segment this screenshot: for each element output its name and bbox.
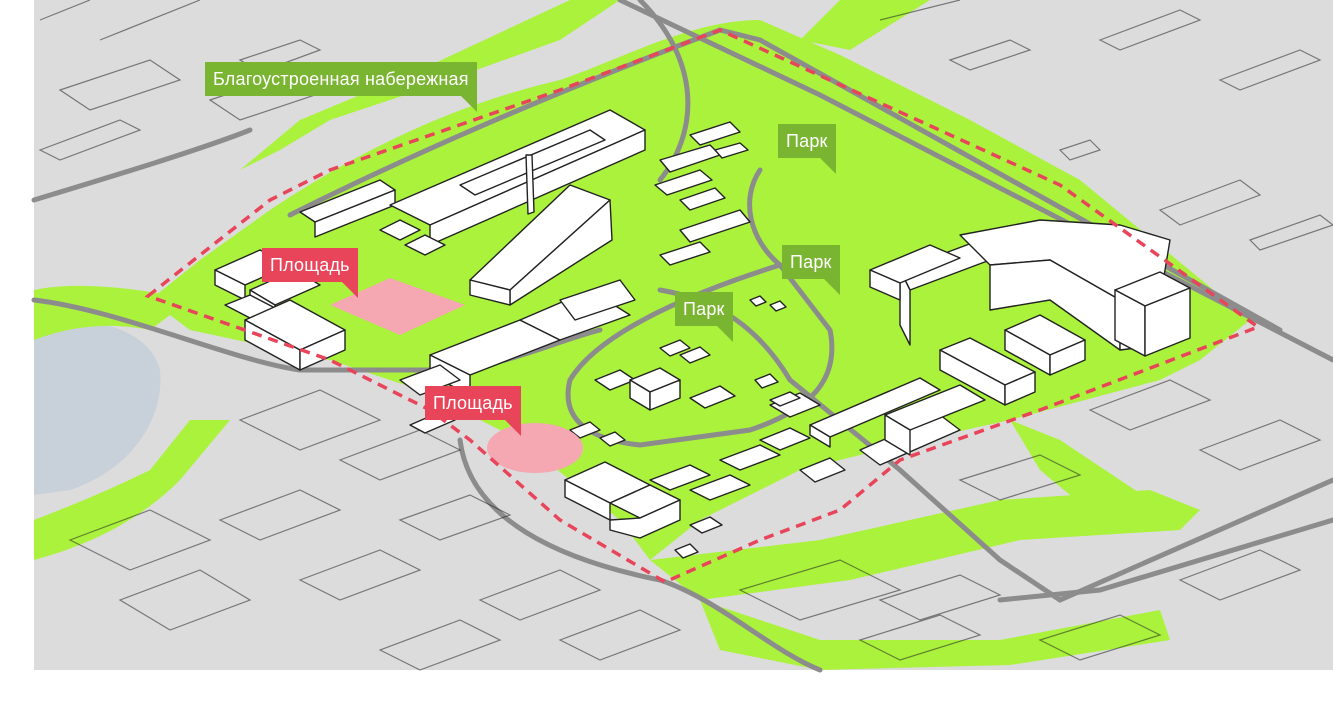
green-zones bbox=[34, 0, 1250, 670]
park-label-1: Парк bbox=[778, 124, 836, 174]
embankment-label-text: Благоустроенная набережная bbox=[213, 69, 469, 89]
park-label-3-text: Парк bbox=[683, 299, 725, 319]
project-boundary bbox=[144, 28, 1262, 584]
square-area-1 bbox=[330, 278, 465, 335]
park-label-2: Парк bbox=[782, 245, 840, 295]
park-label-1-text: Парк bbox=[786, 131, 828, 151]
park-label-2-text: Парк bbox=[790, 252, 832, 272]
embankment-label-pointer bbox=[460, 96, 477, 112]
square-area-2 bbox=[487, 423, 583, 473]
square-label-1-text: Площадь bbox=[270, 255, 350, 275]
water-body bbox=[34, 322, 161, 495]
park-label-3-pointer bbox=[716, 326, 733, 342]
city-blocks bbox=[38, 0, 1333, 671]
park-label-2-pointer bbox=[823, 279, 840, 295]
square-label-2-pointer bbox=[504, 420, 521, 436]
square-label-1: Площадь bbox=[262, 248, 358, 298]
square-label-2-text: Площадь bbox=[433, 393, 513, 413]
square-label-2: Площадь bbox=[425, 386, 521, 436]
embankment-label: Благоустроенная набережная bbox=[205, 62, 477, 112]
buildings bbox=[214, 109, 1191, 559]
square-label-1-pointer bbox=[341, 282, 358, 298]
park-label-1-pointer bbox=[819, 158, 836, 174]
park-label-3: Парк bbox=[675, 292, 733, 342]
